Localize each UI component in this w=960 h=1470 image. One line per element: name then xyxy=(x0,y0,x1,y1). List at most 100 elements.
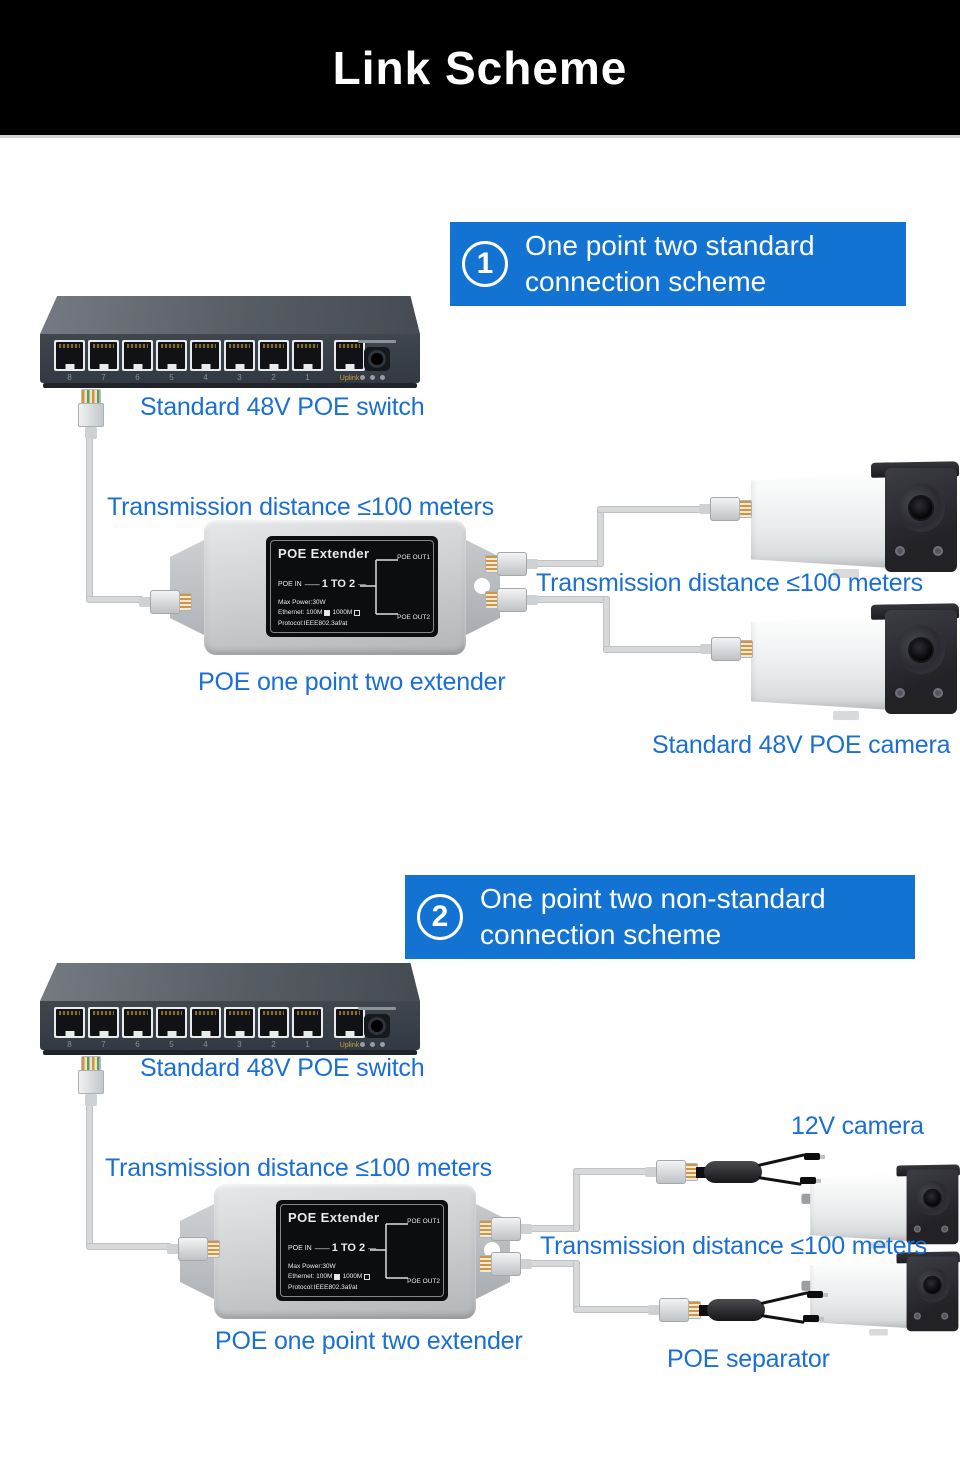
extender-out1-label: POE OUT1 xyxy=(397,554,430,561)
scheme2-title-line2: connection scheme xyxy=(480,919,722,950)
rj45-plug xyxy=(139,589,193,615)
ethernet-port: 8 xyxy=(54,1007,85,1049)
ethernet-cable xyxy=(522,1260,580,1267)
extender-in-row: POE IN —— 1 TO 2 — xyxy=(278,578,366,590)
header: Link Scheme xyxy=(0,0,960,138)
poe-switch-device: 8 7 6 5 4 3 2 1 Uplink xyxy=(40,296,420,388)
switch-front-face: 8 7 6 5 4 3 2 1 Uplink xyxy=(40,1001,420,1050)
poe-switch-device: 8 7 6 5 4 3 2 1 Uplink xyxy=(40,963,420,1055)
scheme1-title: One point two standard connection scheme xyxy=(525,228,815,300)
switch-ports: 8 7 6 5 4 3 2 1 Uplink xyxy=(54,340,365,382)
ethernet-port: 1 xyxy=(292,340,323,382)
ethernet-cable xyxy=(597,506,703,513)
ethernet-cable xyxy=(522,1225,580,1232)
poe-extender-device: POE Extender POE IN —— 1 TO 2 — POE OUT1… xyxy=(170,520,500,655)
poe-separator-device xyxy=(696,1152,825,1192)
poe-camera xyxy=(737,603,960,722)
switch-front-face: 8 7 6 5 4 3 2 1 Uplink xyxy=(40,334,420,383)
ethernet-port: 7 xyxy=(88,1007,119,1049)
switch-base xyxy=(43,1050,417,1055)
rj45-plug xyxy=(648,1297,702,1323)
ethernet-port: 4 xyxy=(190,340,221,382)
checkbox-100m-checked xyxy=(324,609,331,616)
camera-lens xyxy=(897,484,945,532)
distance-label: Transmission distance ≤100 meters xyxy=(536,569,923,597)
poe-separator-device xyxy=(699,1290,828,1330)
extender-label-panel: POE Extender POE IN —— 1 TO 2 — POE OUT1… xyxy=(276,1200,448,1301)
poe-camera xyxy=(800,1251,960,1337)
poe-camera xyxy=(737,461,960,580)
poe-camera xyxy=(800,1164,960,1250)
separator-caption: POE separator xyxy=(667,1345,830,1373)
rj45-plug xyxy=(78,389,104,439)
checkbox-1000m xyxy=(364,1273,371,1280)
ethernet-port: 3 xyxy=(224,1007,255,1049)
rj45-plug xyxy=(167,1236,221,1262)
ethernet-port: 3 xyxy=(224,340,255,382)
extender-out1-label: POE OUT1 xyxy=(407,1218,440,1225)
poe-extender-device: POE Extender POE IN —— 1 TO 2 — POE OUT1… xyxy=(180,1184,510,1319)
ethernet-port: 2 xyxy=(258,1007,289,1049)
switch-ports: 8 7 6 5 4 3 2 1 Uplink xyxy=(54,1007,365,1049)
camera-lens xyxy=(915,1267,950,1303)
uplink-port: Uplink xyxy=(334,340,365,382)
ethernet-port: 5 xyxy=(156,1007,187,1049)
switch-label: Standard 48V POE switch xyxy=(140,393,425,421)
extender-notch xyxy=(474,578,490,594)
uplink-port: Uplink xyxy=(334,1007,365,1049)
split-bracket-lines xyxy=(360,559,398,615)
switch-top-face xyxy=(40,296,420,334)
extender-out2-label: POE OUT2 xyxy=(397,614,430,621)
switch-label: Standard 48V POE switch xyxy=(140,1054,425,1082)
rj45-plug xyxy=(645,1159,699,1185)
ethernet-cable xyxy=(573,1168,580,1232)
scheme2-number-badge: 2 xyxy=(417,894,463,940)
switch-top-face xyxy=(40,963,420,1001)
camera-caption: Standard 48V POE camera xyxy=(652,731,951,759)
ethernet-port: 7 xyxy=(88,340,119,382)
scheme2-title-line1: One point two non-standard xyxy=(480,883,826,915)
scheme1-title-line2: connection scheme xyxy=(525,266,767,297)
checkbox-100m-checked xyxy=(334,1273,341,1280)
rj45-plug xyxy=(484,551,538,577)
ethernet-cable xyxy=(86,596,144,603)
ethernet-port: 1 xyxy=(292,1007,323,1049)
checkbox-1000m xyxy=(354,609,361,616)
rj45-plug xyxy=(478,1216,532,1242)
scheme2-title: One point two non-standard connection sc… xyxy=(480,881,826,953)
ethernet-cable xyxy=(573,1168,647,1175)
extender-caption: POE one point two extender xyxy=(198,668,506,696)
ethernet-port: 8 xyxy=(54,340,85,382)
rj45-plug xyxy=(700,636,754,662)
scheme2-banner: 2 One point two non-standard connection … xyxy=(405,875,915,959)
scheme1-banner: 1 One point two standard connection sche… xyxy=(450,222,906,306)
ethernet-cable xyxy=(528,560,604,567)
ethernet-port: 4 xyxy=(190,1007,221,1049)
ethernet-cable xyxy=(86,1243,172,1250)
ethernet-port: 2 xyxy=(258,340,289,382)
distance-label: Transmission distance ≤100 meters xyxy=(107,493,494,521)
ethernet-cable xyxy=(573,1260,580,1313)
camera-lens xyxy=(897,626,945,674)
ethernet-cable xyxy=(597,506,604,567)
rj45-plug xyxy=(699,496,753,522)
extender-caption: POE one point two extender xyxy=(215,1327,523,1355)
extender-in-row: POE IN —— 1 TO 2 — xyxy=(288,1242,376,1254)
ethernet-port: 6 xyxy=(122,340,153,382)
distance-label: Transmission distance ≤100 meters xyxy=(540,1232,927,1260)
ethernet-cable xyxy=(603,646,703,653)
ethernet-port: 5 xyxy=(156,340,187,382)
ethernet-cable xyxy=(86,434,93,600)
scheme1-title-line1: One point two standard xyxy=(525,230,815,262)
extender-label-panel: POE Extender POE IN —— 1 TO 2 — POE OUT1… xyxy=(266,536,438,637)
scheme1-number-badge: 1 xyxy=(462,241,508,287)
distance-label: Transmission distance ≤100 meters xyxy=(105,1154,492,1182)
dc-power-jack xyxy=(348,1005,406,1047)
page-title: Link Scheme xyxy=(332,41,628,94)
camera-caption: 12V camera xyxy=(791,1112,924,1140)
ethernet-cable xyxy=(603,596,610,653)
ethernet-cable xyxy=(573,1306,651,1313)
